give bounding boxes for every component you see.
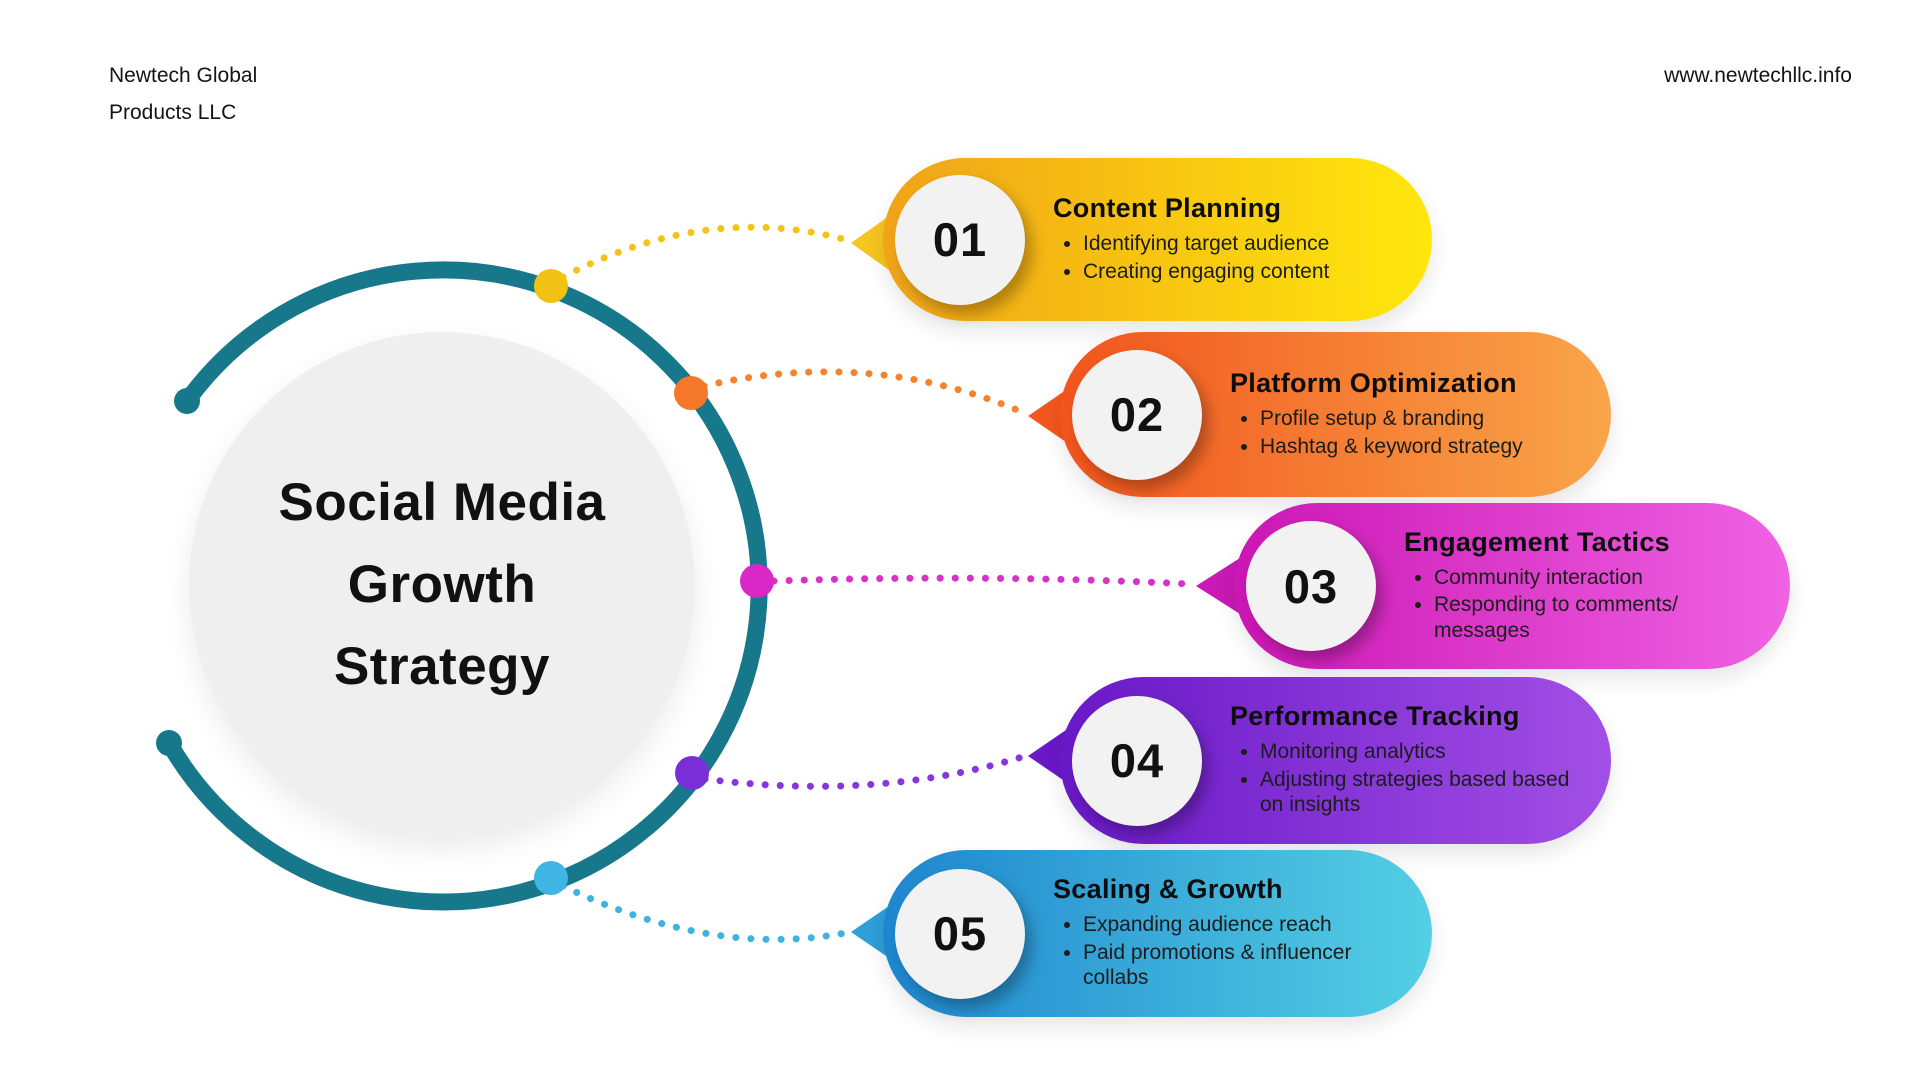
step-bullet: Expanding audience reach bbox=[1083, 912, 1403, 938]
step-2-connector bbox=[700, 368, 1026, 416]
step-5-pill: 05 Scaling & Growth Expanding audience r… bbox=[883, 850, 1432, 1017]
step-bullet: Profile setup & branding bbox=[1260, 406, 1523, 432]
step-bullet: Responding to comments/ messages bbox=[1434, 592, 1754, 643]
step-4-number-badge: 04 bbox=[1072, 695, 1202, 826]
step-2-node-dot bbox=[674, 376, 708, 410]
step-1-title: Content Planning bbox=[1053, 192, 1282, 223]
step-5-connector bbox=[559, 882, 849, 943]
ring-arc bbox=[160, 261, 768, 911]
page-title-line2: Growth bbox=[347, 554, 537, 614]
step-5-title: Scaling & Growth bbox=[1053, 874, 1283, 905]
step-2-content: Platform Optimization Profile setup & br… bbox=[1060, 368, 1549, 461]
step-4-connector bbox=[701, 753, 1026, 790]
step-5-number: 05 bbox=[932, 907, 988, 960]
step-1-arrow bbox=[851, 216, 889, 270]
step-3-content: Engagement Tactics Community interaction… bbox=[1234, 527, 1780, 646]
step-3-arrow bbox=[1196, 558, 1240, 614]
step-3-number-badge: 03 bbox=[1246, 521, 1376, 651]
step-4-title: Performance Tracking bbox=[1230, 701, 1520, 732]
ring-endcap bbox=[156, 730, 182, 756]
step-1-pill: 01 Content Planning Identifying target a… bbox=[883, 158, 1432, 321]
step-5-node-dot bbox=[534, 861, 568, 895]
step-bullet: Monitoring analytics bbox=[1260, 739, 1580, 765]
step-1-number-badge: 01 bbox=[895, 174, 1025, 305]
ring-endcap bbox=[174, 388, 200, 414]
step-3-bullets: Community interaction Responding to comm… bbox=[1404, 563, 1754, 646]
step-3-connector bbox=[770, 574, 1194, 588]
company-name-line1: Newtech Global bbox=[109, 64, 258, 87]
step-bullet: Hashtag & keyword strategy bbox=[1260, 434, 1523, 460]
step-bullet: Creating engaging content bbox=[1083, 259, 1329, 285]
step-5-arrow bbox=[851, 906, 889, 958]
step-bullet: Adjusting strategies based based on insi… bbox=[1260, 767, 1580, 818]
page-title-line3: Strategy bbox=[333, 637, 551, 697]
step-bullet: Community interaction bbox=[1434, 565, 1754, 591]
step-2-bullets: Profile setup & branding Hashtag & keywo… bbox=[1230, 404, 1523, 461]
step-4-number: 04 bbox=[1109, 734, 1165, 787]
step-1-number: 01 bbox=[932, 213, 988, 266]
step-4-content: Performance Tracking Monitoring analytic… bbox=[1060, 701, 1606, 820]
company-name: Newtech Global Products LLC bbox=[109, 58, 257, 132]
page-title: Social Media Growth Strategy bbox=[278, 462, 605, 708]
step-3-number: 03 bbox=[1283, 559, 1339, 613]
step-5-bullets: Expanding audience reach Paid promotions… bbox=[1053, 910, 1403, 993]
step-2-arrow bbox=[1028, 390, 1066, 442]
step-5-number-badge: 05 bbox=[895, 868, 1025, 999]
step-4-pill: 04 Performance Tracking Monitoring analy… bbox=[1060, 677, 1611, 844]
step-4-bullets: Monitoring analytics Adjusting strategie… bbox=[1230, 737, 1580, 820]
page-title-line1: Social Media bbox=[278, 472, 606, 532]
company-name-line2: Products LLC bbox=[109, 100, 237, 124]
step-3-pill: 03 Engagement Tactics Community interact… bbox=[1234, 503, 1790, 669]
step-3-node-dot bbox=[740, 564, 774, 598]
step-1-node-dot bbox=[534, 269, 568, 303]
step-2-title: Platform Optimization bbox=[1230, 367, 1517, 398]
step-2-number-badge: 02 bbox=[1072, 349, 1202, 480]
step-bullet: Paid promotions & influencer collabs bbox=[1083, 940, 1403, 991]
step-bullet: Identifying target audience bbox=[1083, 231, 1329, 257]
step-5-content: Scaling & Growth Expanding audience reac… bbox=[883, 874, 1429, 993]
step-1-bullets: Identifying target audience Creating eng… bbox=[1053, 229, 1329, 286]
step-2-pill: 02 Platform Optimization Profile setup &… bbox=[1060, 332, 1611, 497]
center-circle: Social Media Growth Strategy bbox=[189, 332, 695, 838]
step-2-number: 02 bbox=[1109, 388, 1165, 441]
step-4-node-dot bbox=[675, 756, 709, 790]
step-1-connector bbox=[559, 223, 847, 281]
step-1-content: Content Planning Identifying target audi… bbox=[883, 193, 1355, 286]
step-3-title: Engagement Tactics bbox=[1404, 526, 1670, 557]
website-url: www.newtechllc.info bbox=[1664, 64, 1852, 87]
step-4-arrow bbox=[1028, 730, 1066, 782]
